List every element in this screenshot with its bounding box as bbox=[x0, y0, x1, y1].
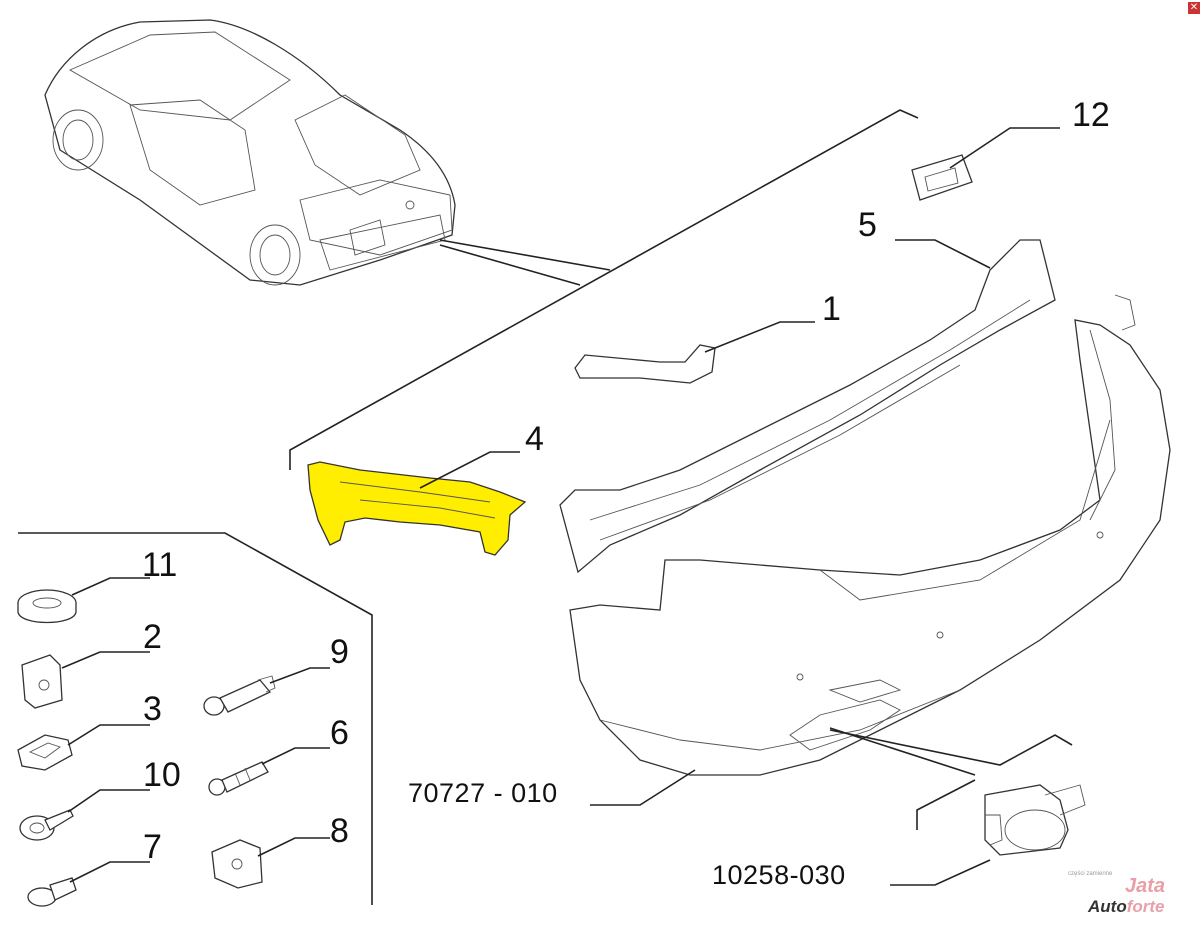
rear-bumper bbox=[569, 294, 1171, 806]
watermark-auto: Auto bbox=[1088, 897, 1127, 916]
part-2 bbox=[21, 651, 150, 709]
part-number-exhaust: 10258-030 bbox=[712, 860, 846, 890]
part-8 bbox=[211, 837, 330, 889]
group-frame bbox=[18, 109, 919, 905]
watermark-brand-top: Jata bbox=[1125, 875, 1166, 897]
part-4-highlighted bbox=[307, 451, 527, 556]
callout-4: 4 bbox=[525, 420, 544, 458]
part-1 bbox=[574, 321, 815, 384]
callout-8: 8 bbox=[330, 812, 349, 850]
exhaust-tip bbox=[829, 727, 1086, 886]
callout-11: 11 bbox=[142, 546, 178, 584]
part-3 bbox=[17, 724, 150, 771]
part-6 bbox=[208, 747, 330, 796]
callout-2: 2 bbox=[143, 618, 162, 656]
part-10 bbox=[19, 789, 150, 841]
callout-12: 12 bbox=[1072, 96, 1110, 134]
callout-5: 5 bbox=[858, 206, 877, 244]
close-icon[interactable]: ✕ bbox=[1188, 2, 1200, 14]
watermark-tagline: części zamienne bbox=[1068, 871, 1113, 877]
part-5 bbox=[559, 239, 1056, 574]
callout-3: 3 bbox=[143, 690, 162, 728]
part-7 bbox=[27, 861, 150, 907]
watermark-brand-bottom: Autoforte bbox=[1088, 898, 1165, 915]
car-illustration bbox=[44, 19, 456, 286]
part-9 bbox=[203, 667, 330, 716]
part-11 bbox=[17, 577, 150, 624]
callout-6: 6 bbox=[330, 714, 349, 752]
part-number-bumper: 70727 - 010 bbox=[408, 778, 558, 808]
callout-7: 7 bbox=[143, 828, 162, 866]
callout-1: 1 bbox=[822, 290, 841, 328]
callout-10: 10 bbox=[143, 756, 181, 794]
watermark-forte: forte bbox=[1126, 897, 1165, 916]
part-12 bbox=[911, 127, 1060, 201]
callout-9: 9 bbox=[330, 633, 349, 671]
